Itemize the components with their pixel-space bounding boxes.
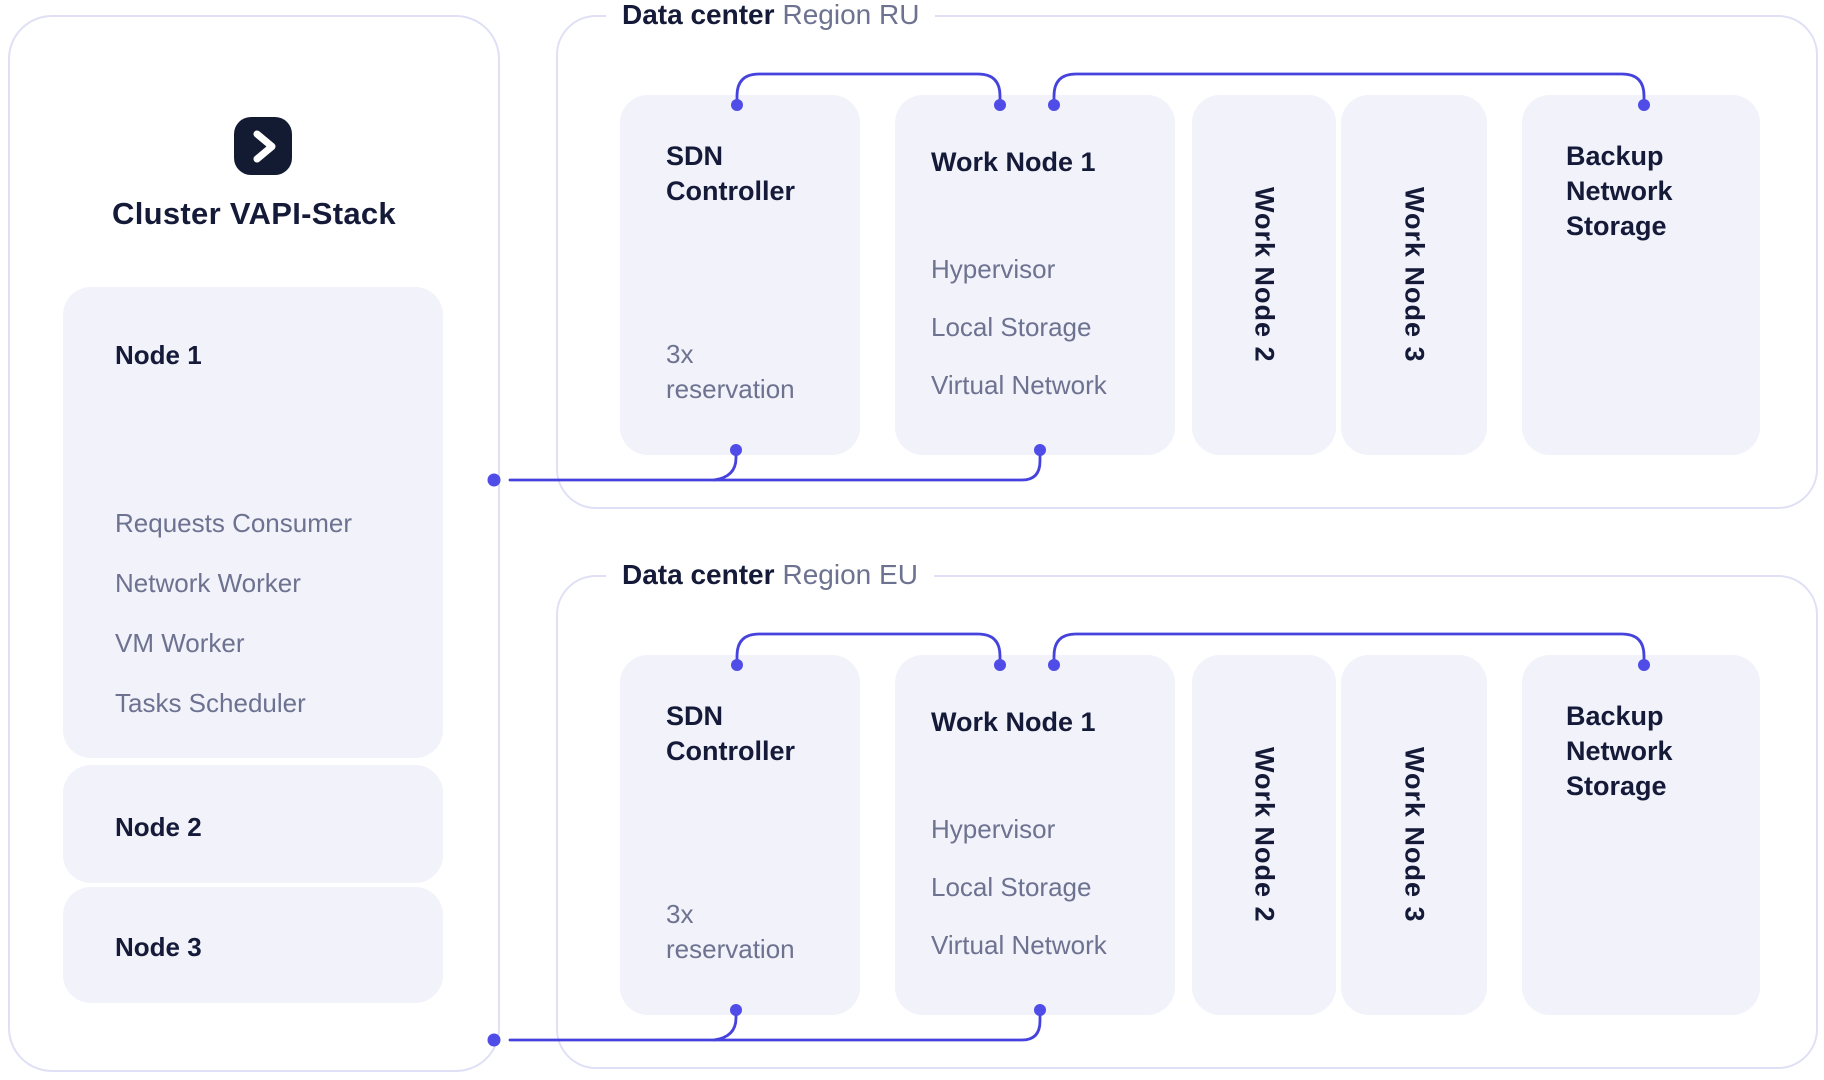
node-item: Requests Consumer xyxy=(115,508,352,538)
sdn-controller-title: SDN Controller xyxy=(666,701,796,766)
node-item: VM Worker xyxy=(115,628,245,658)
node-item: Network Worker xyxy=(115,568,301,598)
node-3-title: Node 3 xyxy=(115,932,202,962)
sdn-reservation-note: 3x reservation xyxy=(666,339,795,404)
work-node-item: Hypervisor xyxy=(931,254,1056,284)
work-node-1-title: Work Node 1 xyxy=(931,147,1096,177)
work-node-item: Local Storage xyxy=(931,872,1092,902)
work-node-3-title: Work Node 3 xyxy=(1399,747,1430,923)
work-node-1-card-eu: Work Node 1 Hypervisor Local Storage Vir… xyxy=(895,655,1175,1015)
backup-network-storage-title: Backup Network Storage xyxy=(1566,141,1673,241)
work-node-3-title: Work Node 3 xyxy=(1399,187,1430,363)
sdn-controller-card-eu: SDN Controller 3x reservation xyxy=(620,655,860,1015)
backup-network-storage-card-ru: Backup Network Storage xyxy=(1522,95,1760,455)
datacenter-label: Data center xyxy=(622,0,775,30)
work-node-2-card-eu: Work Node 2 xyxy=(1192,655,1336,1015)
datacenter-label: Data center xyxy=(622,559,775,590)
work-node-2-title: Work Node 2 xyxy=(1249,187,1280,363)
work-node-1-title: Work Node 1 xyxy=(931,707,1096,737)
work-node-3-card-eu: Work Node 3 xyxy=(1341,655,1487,1015)
node-2-title: Node 2 xyxy=(115,812,202,842)
node-1-card: Node 1 Requests Consumer Network Worker … xyxy=(63,287,443,758)
node-2-card: Node 2 xyxy=(63,765,443,883)
chevron-right-icon xyxy=(234,117,292,175)
node-1-title: Node 1 xyxy=(115,340,202,370)
work-node-item: Local Storage xyxy=(931,312,1092,342)
work-node-1-items: Hypervisor Local Storage Virtual Network xyxy=(931,811,1107,985)
datacenter-region: Region EU xyxy=(782,559,918,590)
work-node-1-card-ru: Work Node 1 Hypervisor Local Storage Vir… xyxy=(895,95,1175,455)
cluster-title: Cluster VAPI-Stack xyxy=(112,196,396,231)
datacenter-region: Region RU xyxy=(782,0,920,30)
node-item: Tasks Scheduler xyxy=(115,688,306,718)
work-node-item: Virtual Network xyxy=(931,370,1107,400)
node-1-items: Requests Consumer Network Worker VM Work… xyxy=(115,505,352,745)
backup-network-storage-card-eu: Backup Network Storage xyxy=(1522,655,1760,1015)
work-node-3-card-ru: Work Node 3 xyxy=(1341,95,1487,455)
work-node-2-card-ru: Work Node 2 xyxy=(1192,95,1336,455)
work-node-1-items: Hypervisor Local Storage Virtual Network xyxy=(931,251,1107,425)
backup-network-storage-title: Backup Network Storage xyxy=(1566,701,1673,801)
work-node-2-title: Work Node 2 xyxy=(1249,747,1280,923)
node-3-card: Node 3 xyxy=(63,887,443,1003)
sdn-controller-title: SDN Controller xyxy=(666,141,796,206)
work-node-item: Virtual Network xyxy=(931,930,1107,960)
sdn-controller-card-ru: SDN Controller 3x reservation xyxy=(620,95,860,455)
work-node-item: Hypervisor xyxy=(931,814,1056,844)
sdn-reservation-note: 3x reservation xyxy=(666,899,795,964)
